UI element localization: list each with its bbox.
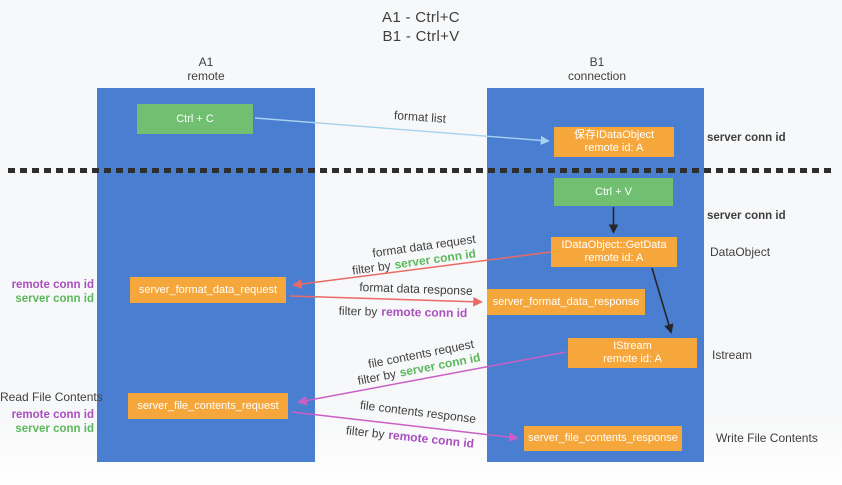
node-server-file-contents-request: server_file_contents_request — [128, 393, 288, 419]
left-remote-conn-id-2: remote conn id — [11, 409, 94, 421]
side-label-write-file-contents: Write File Contents — [716, 431, 818, 445]
edge-label-format-data-response: format data response — [359, 280, 473, 298]
left-server-conn-id-2: server conn id — [15, 423, 94, 435]
filter-by-text: filter by — [351, 258, 392, 278]
node-format-request-label: server_format_data_request — [138, 283, 278, 296]
title-line-1: A1 - Ctrl+C — [382, 9, 460, 26]
node-server-format-data-request: server_format_data_request — [130, 277, 286, 303]
title-line-2: B1 - Ctrl+V — [382, 28, 460, 45]
side-label-server-conn-id-mid: server conn id — [707, 210, 786, 222]
node-file-request-label: server_file_contents_request — [137, 399, 279, 412]
side-label-dataobject: DataObject — [710, 245, 771, 259]
filter-by-text: filter by — [356, 366, 398, 388]
column-a1-name: A1 — [198, 55, 214, 69]
filter-by-text: filter by — [345, 423, 386, 442]
column-header-a1: A1 remote — [146, 55, 266, 83]
filter-by-text: filter by — [338, 303, 378, 319]
diagram-title: A1 - Ctrl+C B1 - Ctrl+V — [0, 8, 842, 46]
left-label-block-format: remote conn id server conn id — [0, 278, 94, 306]
node-save-idataobject-line2: remote id: A — [584, 142, 644, 154]
node-istream-line2: remote id: A — [603, 353, 662, 365]
left-read-file-contents: Read File Contents — [0, 390, 103, 404]
left-server-conn-id-1: server conn id — [15, 293, 94, 305]
edge-label-format-list: format list — [393, 108, 447, 126]
node-ctrl-v-label: Ctrl + V — [595, 185, 632, 198]
remote-conn-id-text: remote conn id — [381, 304, 468, 321]
side-label-server-conn-id-top: server conn id — [707, 132, 786, 144]
edge-label-file-contents-response: file contents response — [359, 397, 477, 427]
node-istream-line1: IStream — [613, 340, 652, 352]
node-server-file-contents-response: server_file_contents_response — [524, 426, 682, 451]
node-getdata-line2: remote id: A — [584, 252, 644, 264]
column-header-b1: B1 connection — [537, 55, 657, 83]
side-label-istream: Istream — [712, 348, 753, 362]
column-b1-subtitle: connection — [567, 69, 627, 83]
node-ctrl-v: Ctrl + V — [554, 178, 673, 206]
left-label-block-file: Read File Contents remote conn id server… — [0, 390, 103, 436]
left-remote-conn-id-1: remote conn id — [11, 279, 94, 291]
node-ctrl-c: Ctrl + C — [137, 104, 253, 134]
node-getdata-line1: IDataObject::GetData — [561, 239, 667, 251]
node-save-idataobject-line1: 保存IDataObject — [573, 129, 655, 141]
column-b1-name: B1 — [589, 55, 605, 69]
session-divider-dotted-line — [8, 168, 835, 173]
column-a1-subtitle: remote — [187, 69, 225, 83]
node-save-idataobject: 保存IDataObject remote id: A — [554, 127, 674, 157]
node-server-format-data-response: server_format_data_response — [487, 289, 645, 315]
node-file-response-label: server_file_contents_response — [528, 432, 678, 444]
node-idataobject-getdata: IDataObject::GetData remote id: A — [551, 237, 677, 267]
remote-conn-id-text: remote conn id — [387, 427, 475, 451]
node-format-response-label: server_format_data_response — [492, 295, 640, 308]
node-ctrl-c-label: Ctrl + C — [176, 112, 214, 125]
node-istream: IStream remote id: A — [568, 338, 697, 368]
